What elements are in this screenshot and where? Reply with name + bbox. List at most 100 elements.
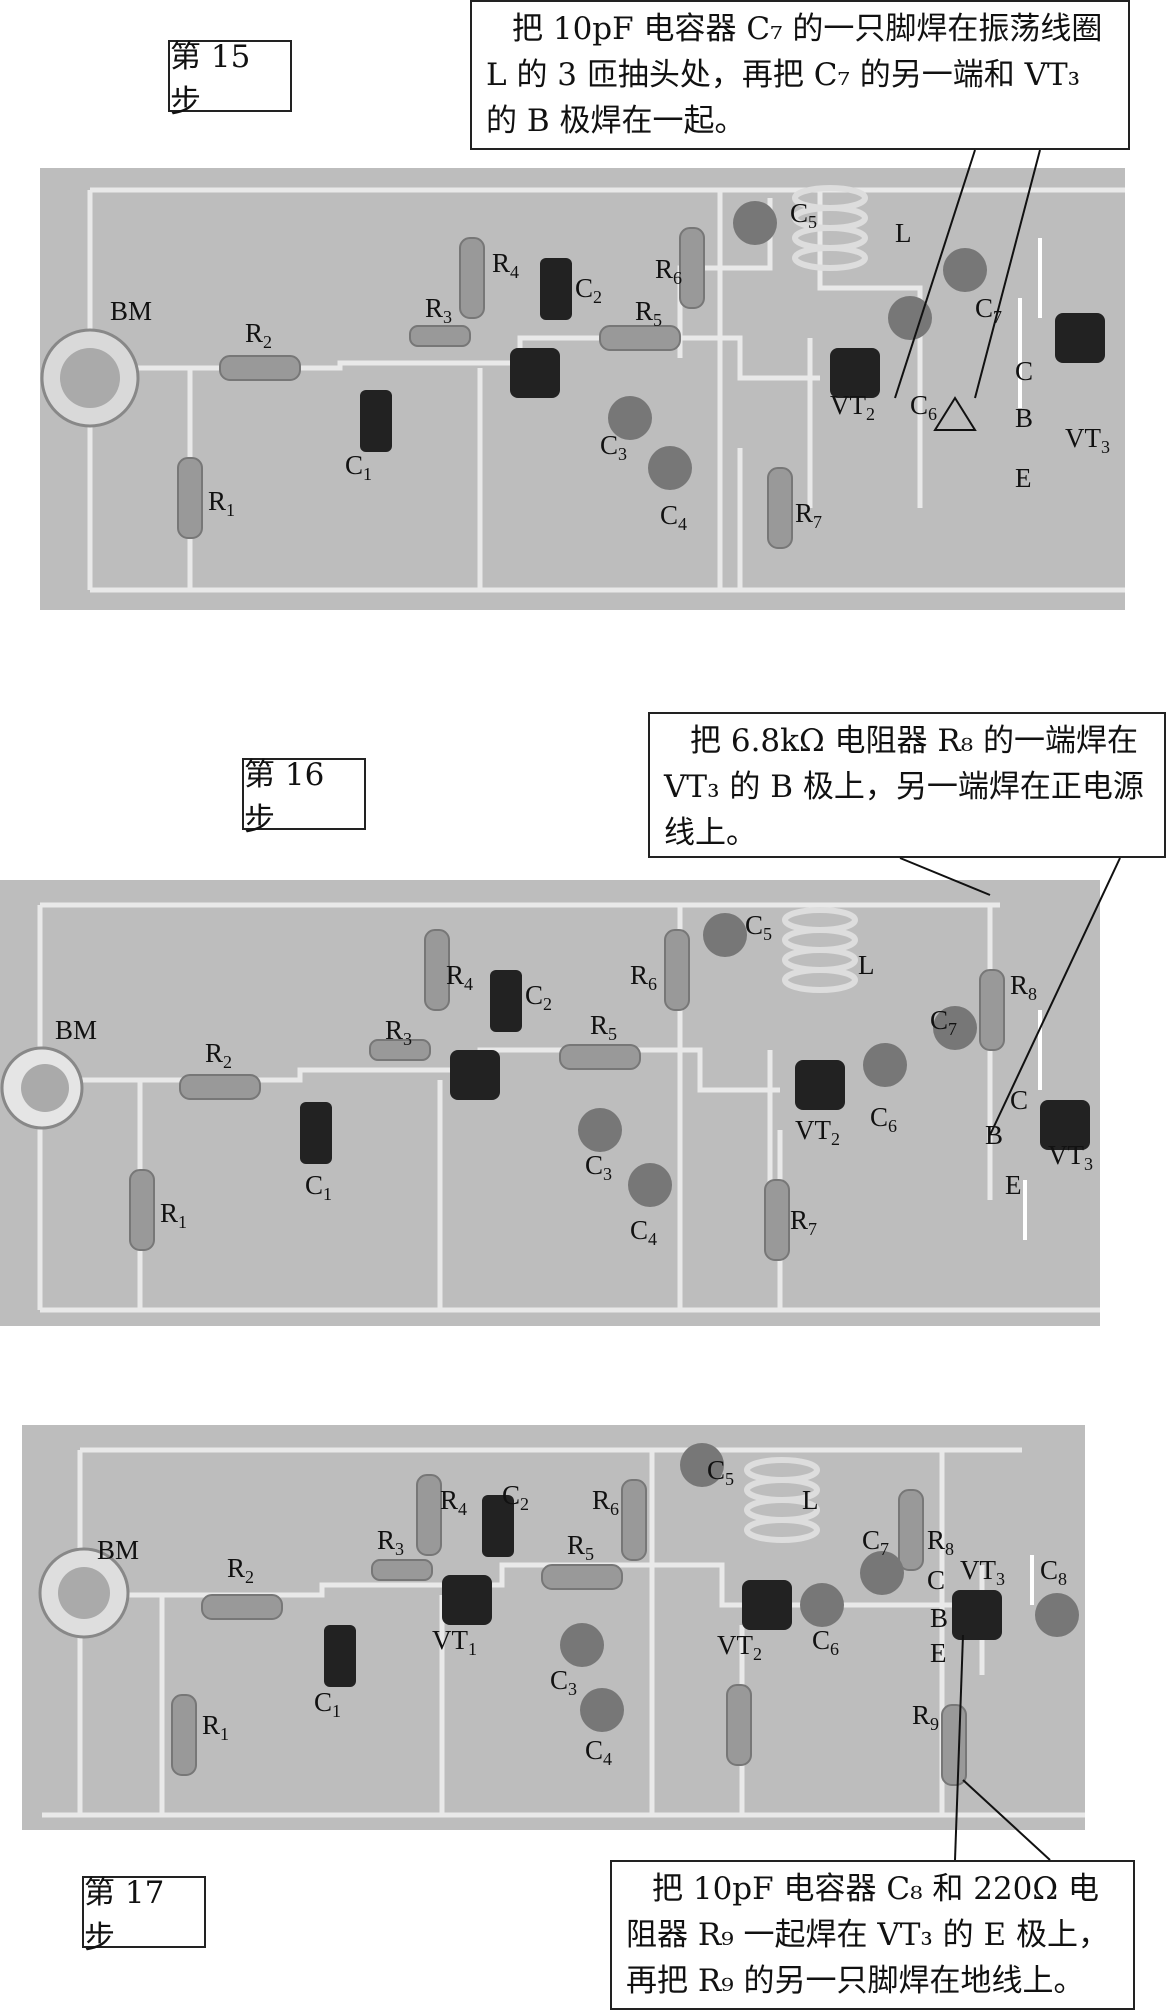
- label-pin-e: E: [930, 1638, 947, 1668]
- label-r3: R3: [425, 293, 453, 327]
- label-c5: C5: [707, 1455, 735, 1489]
- label-vt1: VT1: [432, 1625, 477, 1659]
- label-r7: R7: [790, 1205, 818, 1239]
- label-r2: R2: [205, 1038, 233, 1072]
- step-16-title: 第 16 步: [244, 757, 325, 838]
- step-15-label: 第 15 步: [168, 39, 292, 120]
- resistor-r9: [941, 1704, 967, 1786]
- transistor-vt2: [742, 1580, 792, 1630]
- capacitor-c6: [863, 1043, 907, 1087]
- capacitor-c2: [490, 970, 522, 1032]
- resistor-r2: [219, 355, 301, 381]
- label-bm: BM: [110, 296, 153, 326]
- step-15-note-box: 把 10pF 电容器 C₇ 的一只脚焊在振荡线圈 L 的 3 匝抽头处，再把 C…: [470, 0, 1130, 150]
- label-vt2: VT2: [795, 1115, 840, 1149]
- capacitor-c6: [800, 1583, 844, 1627]
- coil-l: [744, 1457, 820, 1543]
- label-c6: C6: [870, 1102, 898, 1136]
- step-15-title: 第 15 步: [170, 39, 251, 120]
- resistor-r2: [201, 1594, 283, 1620]
- label-vt2: VT2: [717, 1630, 762, 1664]
- label-r6: R6: [630, 960, 658, 994]
- label-c5: C5: [790, 198, 818, 232]
- label-r4: R4: [492, 248, 520, 282]
- capacitor-c7: [943, 248, 987, 292]
- resistor-r8: [898, 1489, 924, 1571]
- capacitor-c1: [360, 390, 392, 452]
- label-c3: C3: [585, 1150, 613, 1184]
- capacitor-c3: [560, 1623, 604, 1667]
- step-15-note: 把 10pF 电容器 C₇ 的一只脚焊在振荡线圈 L 的 3 匝抽头处，再把 C…: [486, 11, 1103, 139]
- label-c5: C5: [745, 910, 773, 944]
- label-bm: BM: [97, 1535, 140, 1565]
- resistor-r7: [767, 467, 793, 549]
- label-c2: C2: [525, 980, 553, 1014]
- circuit-board-17: [38, 1443, 1085, 1818]
- resistor-r6: [621, 1479, 647, 1561]
- label-c1: C1: [314, 1687, 342, 1721]
- circuit-board-15: [40, 185, 1125, 593]
- label-pin-c: C: [1015, 356, 1034, 386]
- step-17-photo: BM R2 R1 C1 R3 R4 C2 R5 VT1 R6 C3 C4 C5 …: [22, 1425, 1085, 1830]
- step-16-note: 把 6.8kΩ 电阻器 R₈ 的一端焊在 VT₃ 的 B 极上，另一端焊在正电源…: [664, 723, 1144, 851]
- capacitor-c1: [300, 1102, 332, 1164]
- resistor-r4: [424, 929, 450, 1011]
- resistor-r3: [369, 1039, 431, 1061]
- label-r1: R1: [160, 1198, 188, 1232]
- transistor-vt2: [795, 1060, 845, 1110]
- microphone-bm: [40, 328, 140, 428]
- microphone-bm: [0, 1046, 84, 1130]
- label-bm: BM: [55, 1015, 98, 1045]
- capacitor-c5: [703, 913, 747, 957]
- resistor-r4: [416, 1474, 442, 1556]
- label-pin-b: B: [985, 1120, 1004, 1150]
- transistor-vt3: [1055, 313, 1105, 363]
- resistor-r2: [179, 1074, 261, 1100]
- label-vt3: VT3: [1048, 1140, 1093, 1174]
- label-c4: C4: [585, 1735, 613, 1769]
- label-pin-e: E: [1005, 1170, 1022, 1200]
- label-r1: R1: [202, 1710, 230, 1744]
- resistor-r5: [559, 1044, 641, 1070]
- label-pin-c: C: [1010, 1085, 1029, 1115]
- capacitor-c3: [578, 1108, 622, 1152]
- resistor-r1: [129, 1169, 155, 1251]
- label-c1: C1: [345, 450, 373, 484]
- label-r2: R2: [227, 1553, 255, 1587]
- microphone-bm: [38, 1547, 130, 1639]
- label-r8: R8: [927, 1525, 955, 1559]
- label-r7: R7: [795, 498, 823, 532]
- transistor-vt1: [442, 1575, 492, 1625]
- step-17-title: 第 17 步: [84, 1875, 165, 1956]
- label-c4: C4: [660, 500, 688, 534]
- label-r2: R2: [245, 318, 273, 352]
- step-17-note-box: 把 10pF 电容器 C₈ 和 220Ω 电阻器 R₉ 一起焊在 VT₃ 的 E…: [610, 1860, 1135, 2010]
- label-c6: C6: [910, 390, 938, 424]
- resistor-r8: [979, 969, 1005, 1051]
- label-r8: R8: [1010, 970, 1038, 1004]
- resistor-r5: [599, 325, 681, 351]
- capacitor-c5: [680, 1443, 724, 1487]
- label-r1: R1: [208, 486, 236, 520]
- label-vt3: VT3: [960, 1555, 1005, 1589]
- label-pin-b: B: [1015, 403, 1034, 433]
- capacitor-c3: [608, 396, 652, 440]
- coil-l: [792, 185, 868, 271]
- capacitor-c5: [733, 201, 777, 245]
- resistor-r5: [541, 1564, 623, 1590]
- transistor-vt2: [830, 348, 880, 398]
- label-r5: R5: [635, 296, 663, 330]
- capacitor-c4: [628, 1163, 672, 1207]
- capacitor-c6: [888, 296, 932, 340]
- label-c1: C1: [305, 1170, 333, 1204]
- label-l: L: [802, 1485, 819, 1515]
- resistor-r6: [664, 929, 690, 1011]
- step-17-label: 第 17 步: [82, 1875, 206, 1956]
- step-16-photo: BM R2 R1 C1 R3 R4 C2 R5 R6 C3 C4 C5 L VT…: [0, 880, 1100, 1326]
- capacitor-c4: [580, 1688, 624, 1732]
- capacitor-c2: [482, 1495, 514, 1557]
- transistor-vt1: [510, 348, 560, 398]
- label-c7: C7: [930, 1005, 958, 1039]
- label-c3: C3: [600, 430, 628, 464]
- circuit-board-16: [0, 902, 1100, 1313]
